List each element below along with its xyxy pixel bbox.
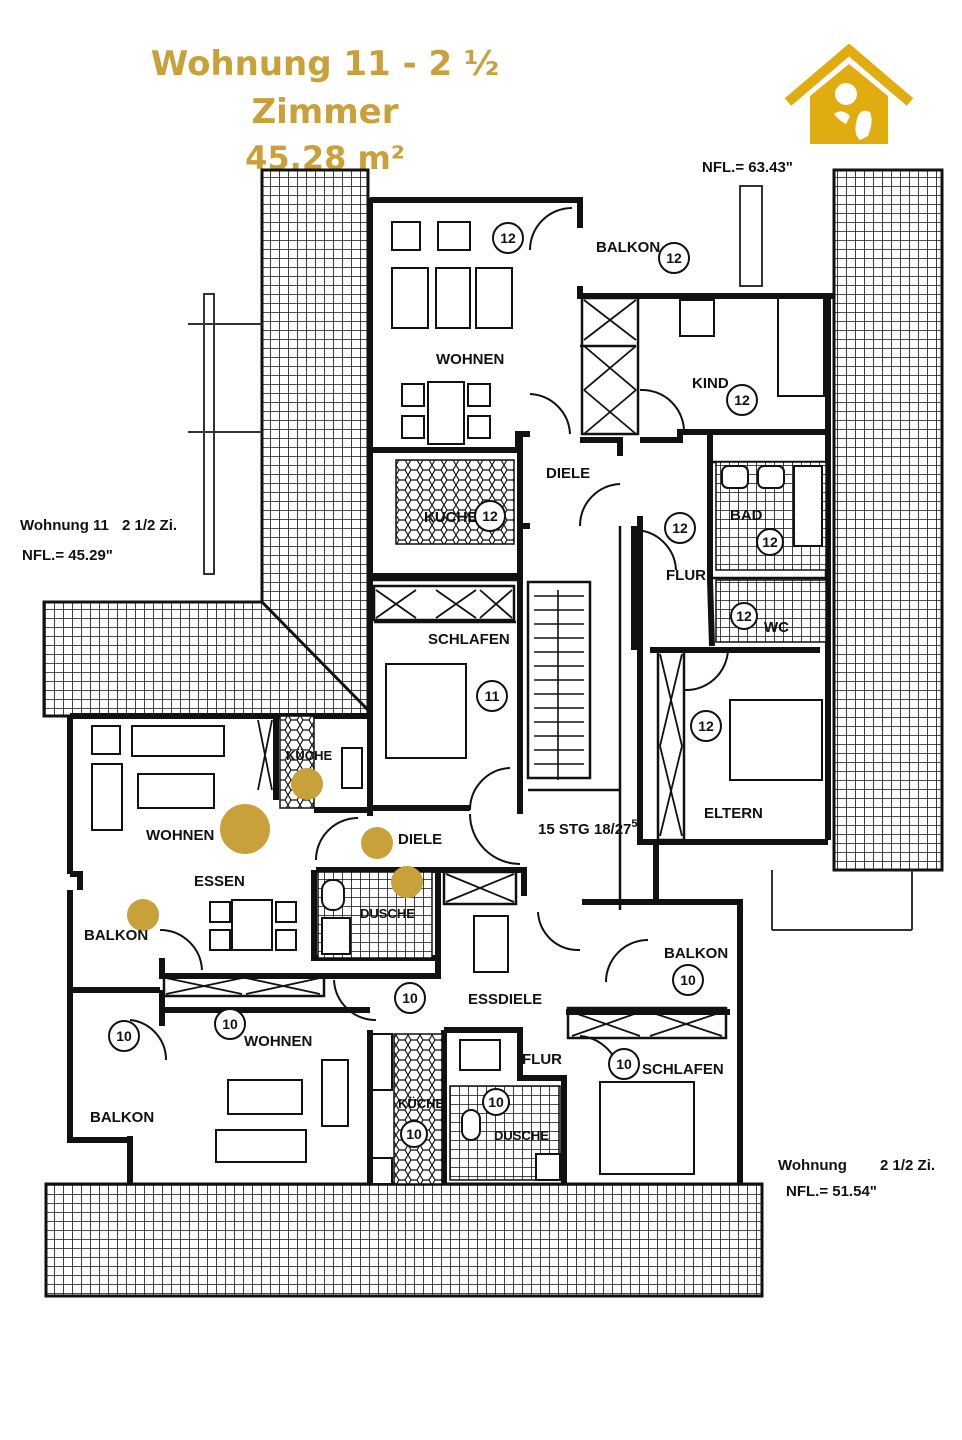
room-label-kueche-top: KÜCHE <box>424 509 477 526</box>
badge-10: 10 <box>616 1056 632 1072</box>
badge-10: 10 <box>116 1028 132 1044</box>
unit-right-rooms: 2 1/2 Zi. <box>880 1157 935 1174</box>
marker-dusche <box>391 866 423 898</box>
badge-10: 10 <box>488 1094 504 1110</box>
marker-balkon <box>127 899 159 931</box>
unit-left-nfl: NFL.= 45.29" <box>22 547 113 564</box>
walls <box>67 197 834 1184</box>
room-label-dusche-left: DUSCHE <box>360 906 415 921</box>
room-label-kind: KIND <box>692 375 729 392</box>
badge-10: 10 <box>406 1126 422 1142</box>
badge-12: 12 <box>500 230 516 246</box>
apartment-title: Wohnung 11 - 2 ½ Zimmer 45,28 m² <box>90 40 560 180</box>
wet-rooms <box>279 459 827 1185</box>
room-label-diele-top: DIELE <box>546 465 590 482</box>
house-person-logo-icon <box>784 44 914 144</box>
nfl-top: NFL.= 63.43" <box>702 159 793 176</box>
room-label-balkon-top: BALKON <box>596 239 660 256</box>
badge-11: 11 <box>485 688 500 704</box>
room-label-kueche-bottom: KÜCHE <box>398 1096 445 1111</box>
room-label-balkon-bottom: BALKON <box>90 1109 154 1126</box>
stair-note: 15 STG 18/275 <box>538 818 638 838</box>
marker-diele <box>361 827 393 859</box>
badge-labels: 12 12 12 12 12 12 12 11 12 10 10 10 10 1… <box>116 230 778 1142</box>
room-label-eltern: ELTERN <box>704 805 763 822</box>
room-label-kueche-left: KÜCHE <box>286 748 333 763</box>
badge-12: 12 <box>736 608 752 624</box>
badge-12: 12 <box>734 392 750 408</box>
highlight-markers <box>127 768 423 931</box>
room-label-diele-left: DIELE <box>398 831 442 848</box>
badge-10: 10 <box>222 1016 238 1032</box>
balcony-outlines <box>188 185 913 931</box>
unit-left-name: Wohnung 11 <box>20 517 109 534</box>
staircase <box>534 590 584 780</box>
room-label-essen: ESSEN <box>194 873 245 890</box>
room-label-schlafen-bottom: SCHLAFEN <box>642 1061 724 1078</box>
room-label-wohnen-bottom: WOHNEN <box>244 1033 312 1050</box>
unit-right-name: Wohnung <box>778 1157 847 1174</box>
badge-12: 12 <box>666 250 682 266</box>
badge-12: 12 <box>672 520 688 536</box>
floor-plan: 12 12 12 12 12 12 12 11 12 10 10 10 10 1… <box>20 159 944 1298</box>
room-label-wohnen-top: WOHNEN <box>436 351 504 368</box>
marker-kueche <box>291 768 323 800</box>
room-label-flur-top: FLUR <box>666 567 706 584</box>
badge-10: 10 <box>402 990 418 1006</box>
badge-12: 12 <box>482 508 498 524</box>
badge-12: 12 <box>762 534 778 550</box>
badge-10: 10 <box>680 972 696 988</box>
badge-12: 12 <box>698 718 714 734</box>
title-line-1: Wohnung 11 - 2 ½ Zimmer <box>150 44 500 132</box>
room-label-essdiele: ESSDIELE <box>468 991 542 1008</box>
stair-label: 15 STG 18/27 <box>538 821 631 838</box>
room-label-schlafen-top: SCHLAFEN <box>428 631 510 648</box>
closets <box>165 299 723 1037</box>
area-annotations: NFL.= 63.43" Wohnung 11 2 1/2 Zi. NFL.= … <box>20 159 935 1200</box>
marker-wohnen <box>220 804 270 854</box>
furniture <box>91 221 825 1175</box>
door-swings <box>129 207 729 1077</box>
room-label-flur-bottom: FLUR <box>522 1051 562 1068</box>
unit-left-rooms: 2 1/2 Zi. <box>122 517 177 534</box>
room-label-balkon-right: BALKON <box>664 945 728 962</box>
room-label-wc: WC <box>764 619 789 636</box>
unit-number-badges <box>108 222 784 1148</box>
unit-right-nfl: NFL.= 51.54" <box>786 1183 877 1200</box>
room-labels: WOHNEN BALKON KIND DIELE KÜCHE BAD FLUR … <box>84 239 789 1143</box>
stair-label-sup: 5 <box>631 818 637 830</box>
room-label-bad: BAD <box>730 507 763 524</box>
room-label-balkon-left: BALKON <box>84 927 148 944</box>
room-label-wohnen-left: WOHNEN <box>146 827 214 844</box>
room-label-dusche-bottom: DUSCHE <box>494 1128 549 1143</box>
fixtures <box>321 465 823 1185</box>
